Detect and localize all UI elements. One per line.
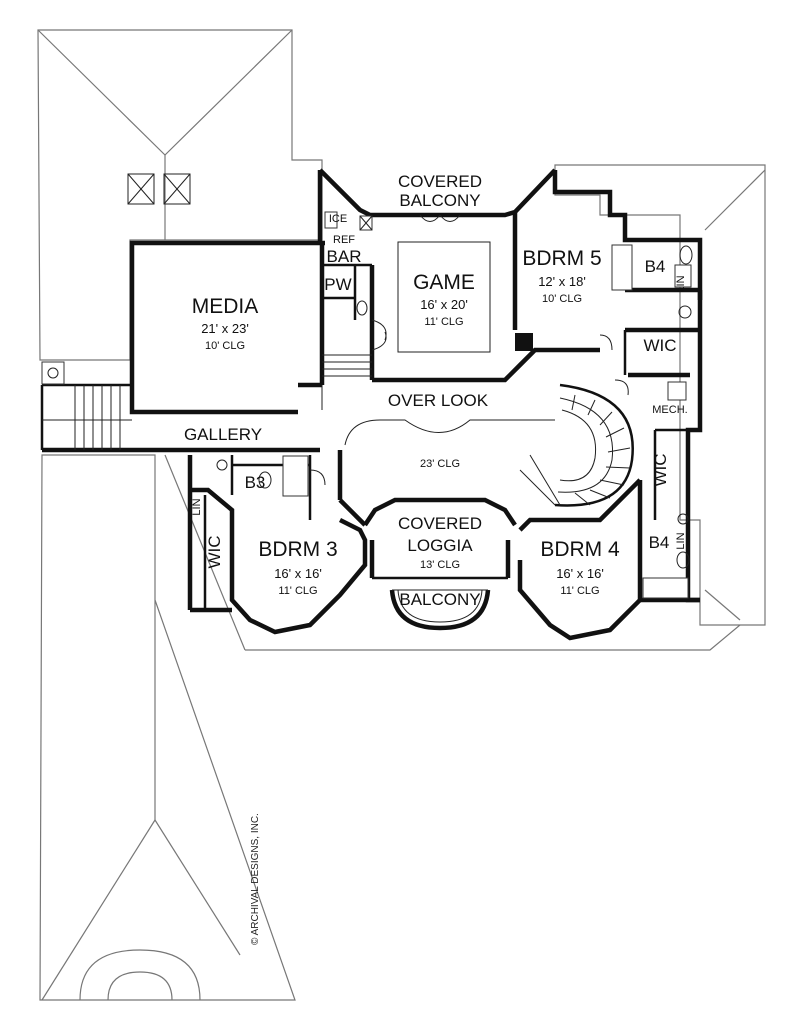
b4-lower-lin: LIN — [675, 532, 687, 549]
game-ceiling: 11' CLG — [424, 316, 463, 328]
room-labels: MEDIA 21' x 23' 10' CLG GAME 16' x 20' 1… — [184, 172, 688, 609]
b3-lin: LIN — [191, 498, 203, 515]
door-swings — [309, 214, 629, 486]
balcony-name: BALCONY — [399, 590, 480, 609]
gallery-stair — [41, 361, 132, 450]
covered-loggia-line1: COVERED — [398, 514, 482, 533]
covered-balcony-line1: COVERED — [398, 172, 482, 191]
game-name: GAME — [413, 271, 475, 294]
bdrm5-size: 12' x 18' — [538, 274, 586, 289]
bar-ice: ICE — [329, 213, 347, 225]
bdrm3-name: BDRM 3 — [258, 538, 337, 561]
media-name: MEDIA — [192, 295, 259, 318]
wic-right-lower-name: WIC — [651, 453, 670, 486]
game-stair — [322, 354, 372, 377]
bdrm4-name: BDRM 4 — [540, 538, 620, 561]
spiral-staircase — [519, 383, 634, 507]
covered-loggia-line2: LOGGIA — [407, 536, 473, 555]
media-size: 21' x 23' — [201, 321, 249, 336]
bdrm3-ceiling: 11' CLG — [278, 585, 317, 597]
skylights — [127, 173, 191, 205]
fixtures — [216, 211, 693, 599]
covered-balcony-line2: BALCONY — [399, 191, 480, 210]
covered-loggia-ceiling: 13' CLG — [420, 559, 460, 571]
pw-name: PW — [324, 275, 351, 294]
wic-left-name: WIC — [205, 535, 224, 568]
b4-upper-lin: LIN — [675, 275, 687, 292]
bar-ref: REF — [333, 234, 355, 246]
overlook-ceiling: 23' CLG — [420, 458, 460, 470]
copyright: © ARCHIVAL DESIGNS, INC. — [250, 813, 261, 945]
media-ceiling: 10' CLG — [205, 340, 245, 352]
overlook-name: OVER LOOK — [388, 391, 489, 410]
game-ceiling-outline — [397, 241, 491, 353]
bar-name: BAR — [327, 247, 362, 266]
bdrm3-size: 16' x 16' — [274, 566, 322, 581]
bdrm4-ceiling: 11' CLG — [560, 585, 599, 597]
bdrm4-size: 16' x 16' — [556, 566, 604, 581]
mech-name: MECH. — [652, 404, 687, 416]
overlook-rail — [321, 385, 555, 446]
b3-name: B3 — [245, 473, 266, 492]
game-size: 16' x 20' — [420, 297, 468, 312]
b4-lower-name: B4 — [649, 533, 670, 552]
wic-right-upper-name: WIC — [643, 336, 676, 355]
bdrm5-ceiling: 10' CLG — [542, 293, 582, 305]
walls — [40, 168, 703, 641]
b4-upper-name: B4 — [645, 257, 666, 276]
bdrm5-name: BDRM 5 — [522, 247, 601, 270]
gallery-name: GALLERY — [184, 425, 262, 444]
